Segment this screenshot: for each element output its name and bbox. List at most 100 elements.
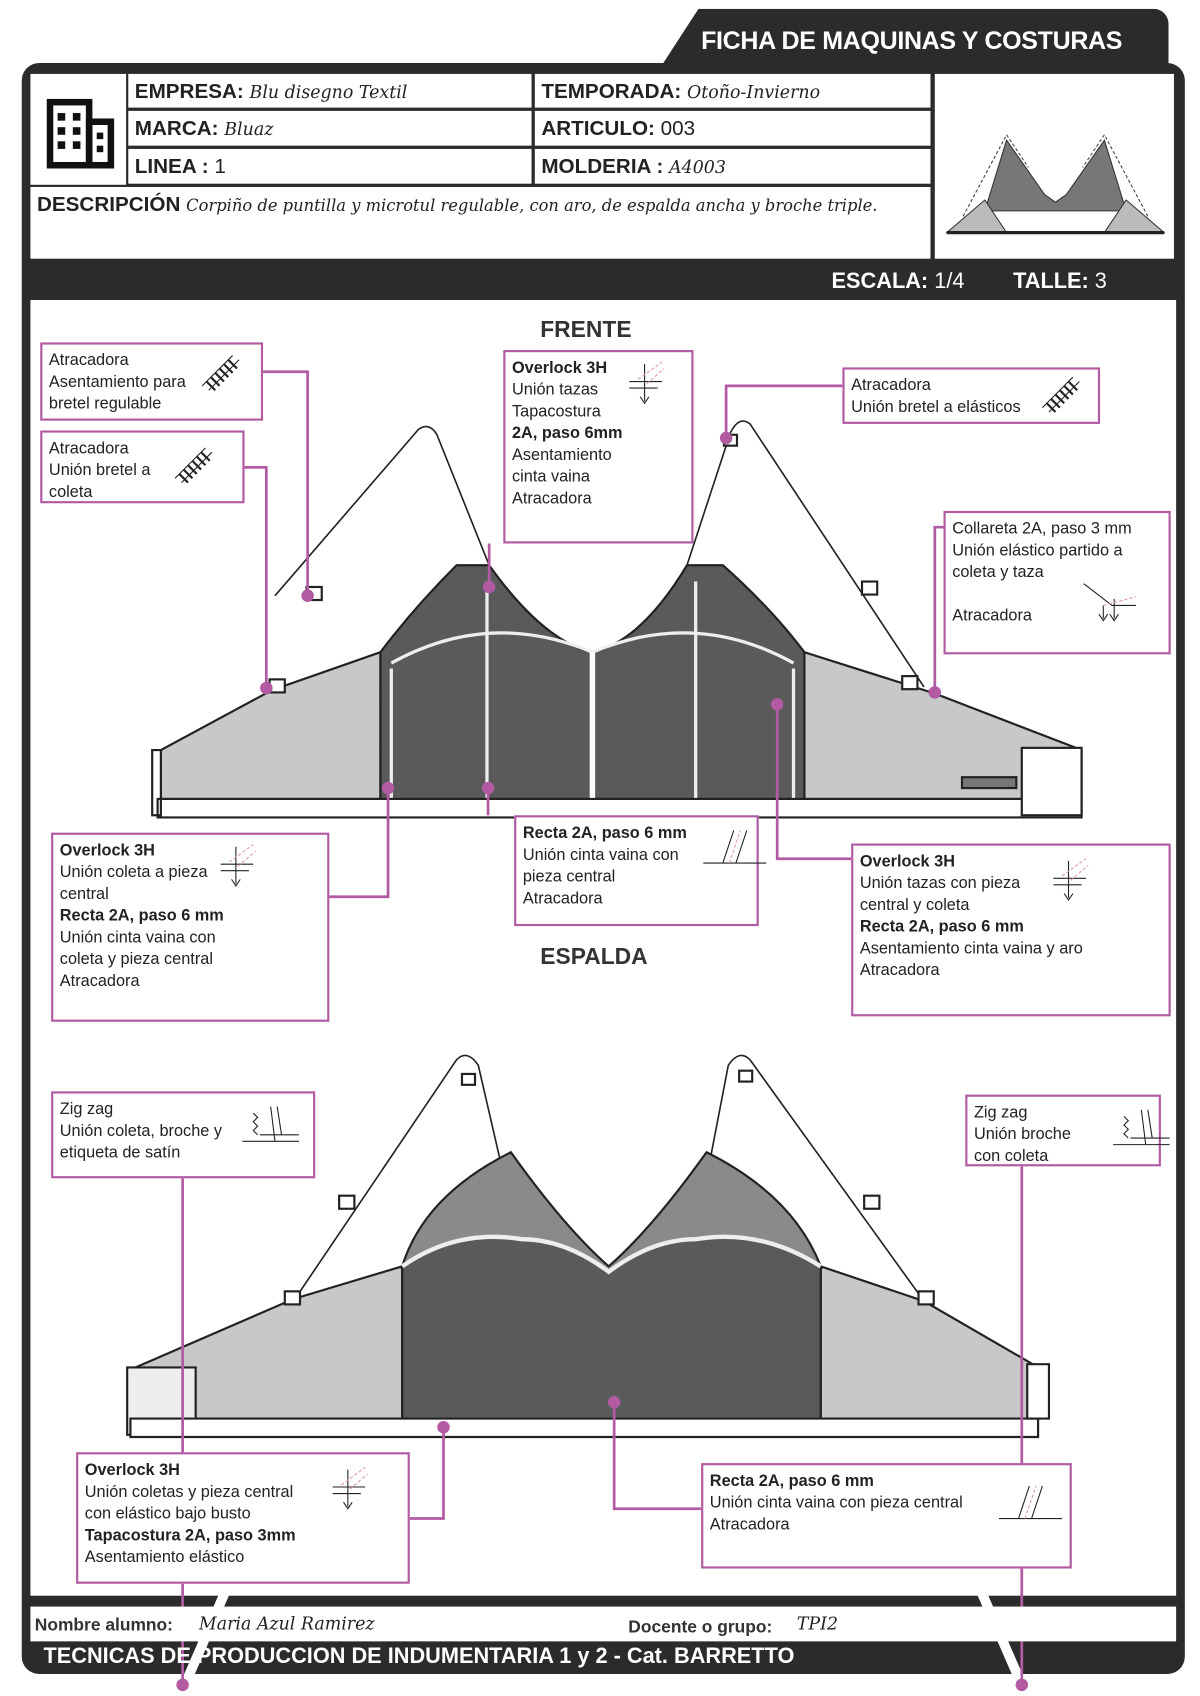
escala-field: ESCALA: 1/4	[831, 269, 965, 294]
connector-dot	[301, 589, 314, 602]
front-view-label: FRENTE	[540, 317, 632, 343]
back-bra-drawing	[126, 1050, 1051, 1687]
callout-line: Recta 2A, paso 6 mm	[709, 1471, 874, 1491]
connector-line	[775, 704, 852, 861]
overlock-icon	[220, 844, 256, 887]
callout-line: Unión bretel a elásticos	[851, 397, 1021, 417]
callout-line: central	[59, 884, 109, 904]
callout-line: central y coleta	[859, 895, 970, 915]
connector-dot	[482, 580, 496, 594]
callout-line: Atracadora	[522, 889, 603, 908]
callout-line: con coleta	[973, 1146, 1049, 1166]
callout-line: Unión elástico partido a	[952, 541, 1123, 560]
callout-line: Unión coleta a pieza	[59, 863, 208, 882]
articulo-field: ARTICULO: 003	[534, 110, 931, 146]
linea-field: LINEA : 1	[128, 148, 532, 184]
callout-line: Asentamiento cinta vaina y aro	[859, 939, 1083, 958]
connector-dot	[260, 681, 273, 695]
callout-line: Atracadora	[851, 376, 931, 395]
connector-dot	[607, 1395, 621, 1409]
callout-line: Unión cinta vaina con pieza central	[709, 1493, 963, 1513]
company-icon-cell	[30, 73, 127, 185]
callout-line: Zig zag	[59, 1100, 114, 1119]
building-icon	[46, 98, 115, 169]
empresa-field: EMPRESA: Blu disegno Textil	[128, 73, 532, 108]
connector-dot	[176, 1678, 189, 1692]
connector-dot	[928, 686, 942, 699]
connector-line	[263, 370, 309, 596]
connector-line	[612, 1402, 702, 1511]
callout-line: etiqueta de satín	[59, 1143, 181, 1163]
back-view-label: ESPALDA	[540, 944, 648, 970]
callout-line: coleta y pieza central	[59, 950, 213, 969]
callout-line: con elástico bajo busto	[84, 1504, 251, 1523]
temporada-field: TEMPORADA: Otoño-Invierno	[534, 73, 931, 108]
talle-field: TALLE: 3	[1013, 269, 1107, 294]
course-footer: TECNICAS DE PRODUCCION DE INDUMENTARIA 1…	[43, 1644, 795, 1669]
overlock-icon	[629, 361, 665, 405]
callout-line: Asentamiento para	[48, 372, 186, 392]
straight-stitch-icon	[998, 1485, 1062, 1520]
connector-line	[933, 525, 944, 693]
coverstitch-icon	[1083, 583, 1137, 622]
connector-dot	[719, 431, 733, 445]
callout-line: Recta 2A, paso 6 mm	[859, 917, 1024, 936]
callout-line: Recta 2A, paso 6 mm	[522, 823, 687, 843]
callout-line: Atracadora	[952, 606, 1032, 626]
callout-line: Unión tazas	[511, 380, 599, 399]
callout-line: Overlock 3H	[859, 852, 955, 871]
callout-line: Asentamiento	[511, 445, 612, 465]
callout-line: Zig zag	[973, 1103, 1028, 1122]
callout-line: Overlock 3H	[84, 1460, 180, 1480]
callout-line: Unión coleta, broche y	[59, 1121, 223, 1141]
callout-line: cinta vaina	[511, 467, 590, 486]
callout-line: Unión coletas y pieza central	[84, 1482, 294, 1502]
zigzag-icon	[242, 1106, 299, 1142]
callout-line: Atracadora	[859, 960, 940, 980]
callout-line: Atracadora	[48, 351, 129, 370]
connector-dot	[481, 781, 495, 795]
bartack-icon	[174, 447, 213, 484]
alumno-value: Maria Azul Ramirez	[198, 1613, 375, 1634]
callout-line: Collareta 2A, paso 3 mm	[952, 519, 1132, 539]
title-tab	[657, 8, 1169, 72]
page-title: FICHA DE MAQUINAS Y COSTURAS	[701, 26, 1123, 55]
connector-line	[329, 788, 390, 899]
callout-line: Recta 2A, paso 6 mm	[59, 906, 224, 926]
callout-line: Overlock 3H	[511, 358, 608, 378]
callout-line: coleta y taza	[952, 563, 1044, 582]
marca-field: MARCA: Bluaz	[128, 110, 532, 146]
bartack-icon	[1042, 376, 1080, 413]
connector-line	[244, 466, 268, 689]
callout-line: pieza central	[522, 867, 616, 886]
straight-stitch-icon	[703, 830, 767, 864]
callout-line: Atracadora	[48, 439, 129, 458]
docente-value: TPI2	[796, 1613, 839, 1634]
connector-dot	[381, 781, 395, 795]
bra-thumbnail-icon	[945, 133, 1166, 235]
callout-line: Atracadora	[59, 971, 140, 991]
callout-line: Tapacostura 2A, paso 3mm	[84, 1526, 296, 1545]
callout-line: 2A, paso 6mm	[511, 423, 623, 443]
front-bra-drawing	[151, 416, 1083, 819]
callout-line: Tapacostura	[511, 402, 601, 421]
overlock-icon	[1053, 858, 1089, 902]
descripcion-field: DESCRIPCIÓN Corpiño de puntilla y microt…	[30, 186, 931, 259]
callout-line: Atracadora	[709, 1515, 790, 1534]
zigzag-icon	[1113, 1109, 1170, 1146]
connector-line	[409, 1427, 445, 1520]
connector-dot	[437, 1420, 450, 1434]
overlock-icon	[332, 1467, 368, 1510]
callout-connectors	[176, 370, 1029, 1692]
